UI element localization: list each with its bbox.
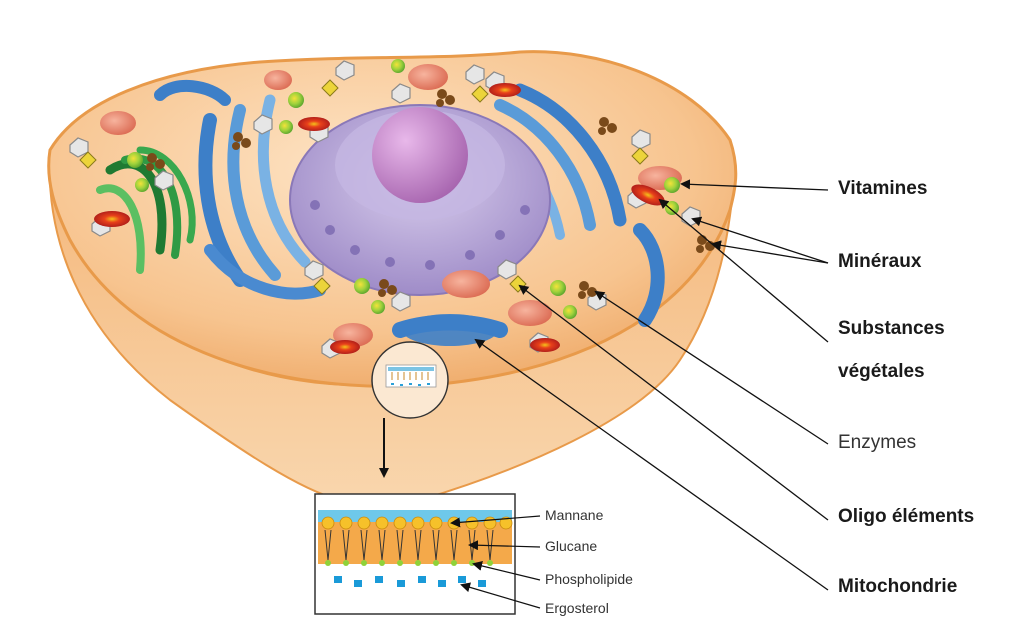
plant-substance-molecules xyxy=(94,83,665,354)
vitamines-leader xyxy=(680,179,829,191)
nucleolus xyxy=(372,107,468,203)
enzyme-molecules xyxy=(146,89,715,299)
label-oligo: Oligo éléments xyxy=(838,506,975,527)
inset-leader-lines xyxy=(450,515,541,609)
label-vitamines: Vitamines xyxy=(838,178,928,199)
label-enzymes: Enzymes xyxy=(838,432,917,453)
glucane-leader xyxy=(468,540,541,551)
label-mitochondrie: Mitochondrie xyxy=(838,576,958,597)
ergosterol-leader xyxy=(460,582,541,609)
label-ergosterol: Ergosterol xyxy=(545,600,609,616)
phospholipide-leader xyxy=(472,561,541,581)
ergosterol-blocks xyxy=(334,576,486,587)
mineraux-leader-2 xyxy=(711,240,829,264)
label-glucane: Glucane xyxy=(545,538,598,554)
vitamin-molecules xyxy=(127,59,680,319)
leader-lines xyxy=(474,179,829,591)
nucleus xyxy=(289,104,551,296)
oligo-molecules xyxy=(79,79,649,295)
mitochondrie-target xyxy=(402,314,498,346)
membrane-magnifier xyxy=(371,341,449,478)
label-substances-line1: Substances xyxy=(838,318,945,339)
label-substances-line2: végétales xyxy=(838,361,925,382)
label-mineraux: Minéraux xyxy=(838,251,922,272)
enzymes-leader xyxy=(594,290,829,445)
label-phospholipide: Phospholipide xyxy=(545,571,633,587)
oligo-leader xyxy=(518,284,829,521)
membrane-inset xyxy=(314,493,516,615)
label-mannane: Mannane xyxy=(545,507,604,523)
mitochondrie-leader xyxy=(474,338,829,591)
mineraux-leader xyxy=(691,216,829,264)
mannane-leader xyxy=(450,515,541,528)
substances-leader xyxy=(658,198,829,343)
